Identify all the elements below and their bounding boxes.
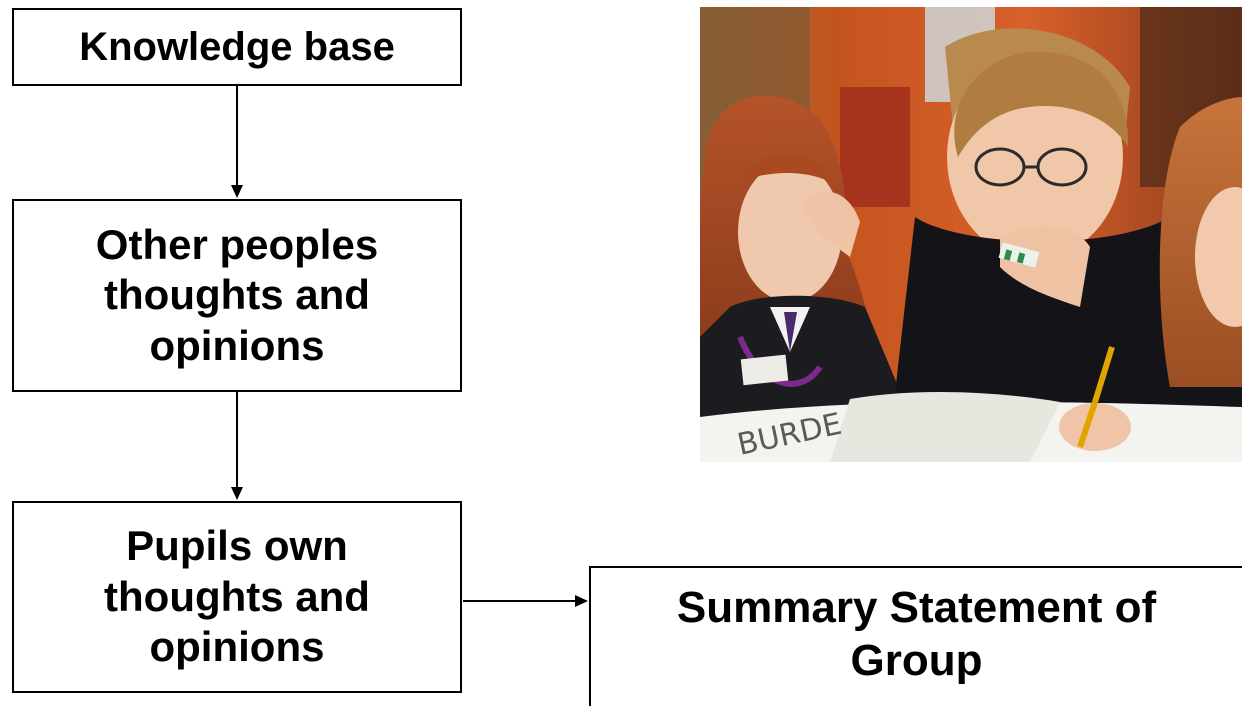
pupils-own-opinions-label: Pupils own thoughts and opinions	[104, 522, 370, 671]
other-peoples-opinions-box: Other peoples thoughts and opinions	[12, 199, 462, 392]
students-photo: BURDE	[700, 7, 1242, 462]
knowledge-base-box: Knowledge base	[12, 8, 462, 86]
other-peoples-opinions-label: Other peoples thoughts and opinions	[95, 220, 379, 369]
students-photo-illustration: BURDE	[700, 7, 1242, 462]
arrow-pupils-to-summary	[463, 595, 588, 607]
knowledge-base-label: Knowledge base	[79, 25, 395, 69]
summary-statement-label: Summary Statement of Group	[676, 583, 1157, 685]
pupils-own-opinions-box: Pupils own thoughts and opinions	[12, 501, 462, 693]
arrow-others-to-pupils	[231, 392, 243, 500]
arrow-knowledge-to-others	[231, 86, 243, 198]
summary-statement-box: Summary Statement of Group	[589, 566, 1242, 706]
